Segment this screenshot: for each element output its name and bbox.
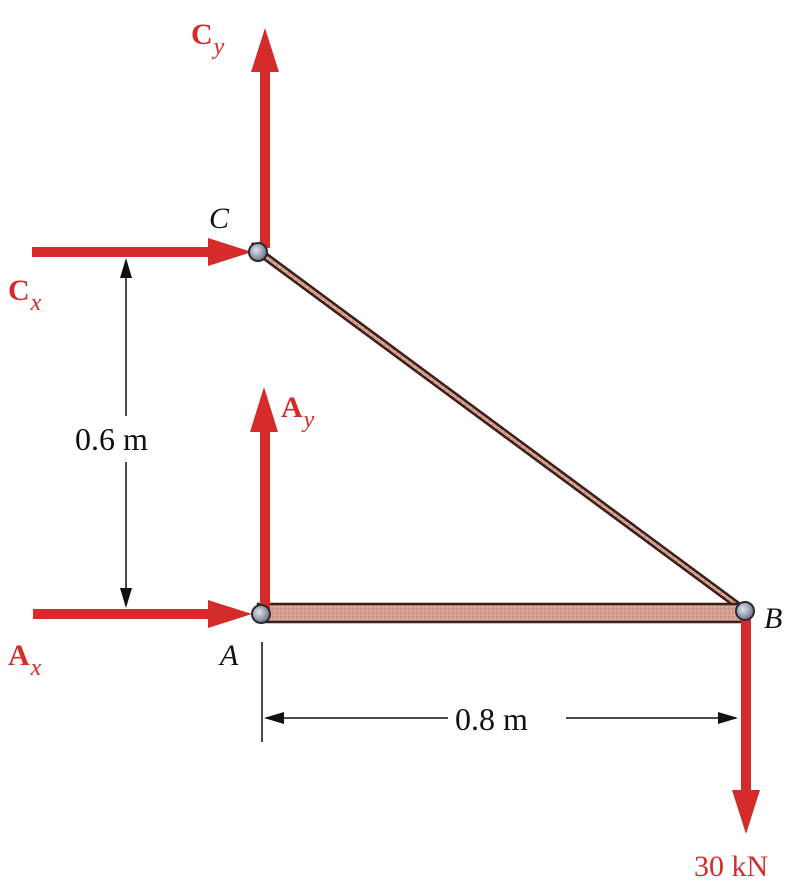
load-arrow [732,616,760,834]
load-label: 30 kN [694,850,768,883]
dimension-horizontal [261,642,738,742]
member-cb [251,241,751,619]
point-label-b: B [764,602,782,635]
force-cy-label: Cy [191,18,225,60]
dimension-vertical-label: 0.6 m [75,421,148,457]
force-cx-arrow [32,238,252,266]
pin-c [248,242,268,262]
member-ab [256,602,747,624]
force-cy-arrow [251,28,279,248]
dimension-horizontal-label: 0.8 m [455,701,528,737]
pin-a [251,604,271,624]
pin-b [735,601,755,621]
dimension-vertical [120,258,132,608]
force-ay-arrow [250,387,278,614]
force-cx-label: Cx [8,274,42,316]
force-ax-arrow [33,600,252,628]
force-ax-label: Ax [8,639,42,681]
point-label-c: C [209,202,230,235]
force-ay-label: Ay [281,391,315,433]
point-label-a: A [218,639,239,672]
